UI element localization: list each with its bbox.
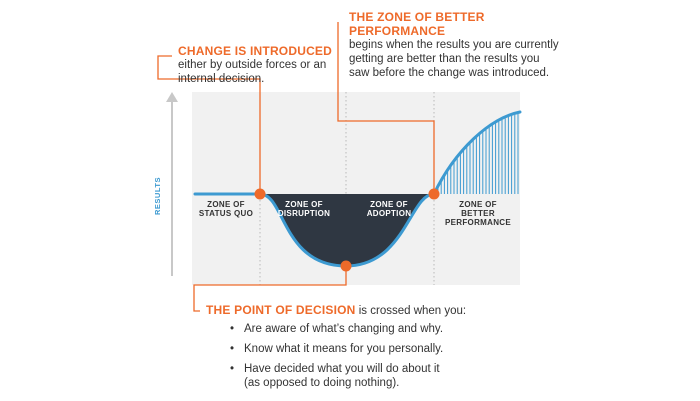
bullet-icon: • <box>230 323 235 335</box>
zone-disruption-line1: ZONE OF <box>285 200 323 209</box>
change-callout-body-2: internal decision. <box>178 73 265 85</box>
better-leader-line <box>337 22 435 194</box>
zone-adoption-line1: ZONE OF <box>370 200 408 209</box>
bullet-icon: • <box>230 363 235 375</box>
y-axis-arrow-icon <box>166 92 178 102</box>
zone-adoption-line2: ADOPTION <box>366 209 412 218</box>
decision-point-marker <box>340 260 352 272</box>
change-point-marker <box>254 188 266 200</box>
change-callout-title: CHANGE IS INTRODUCED <box>178 44 333 58</box>
decision-leader-line <box>193 266 347 312</box>
change-callout: CHANGE IS INTRODUCED either by outside f… <box>178 44 338 86</box>
better-point-marker <box>428 188 440 200</box>
bullet-icon: • <box>230 343 235 355</box>
bullet-item: • Are aware of what’s changing and why. <box>230 322 443 336</box>
change-callout-body-1: either by outside forces or an <box>178 59 327 71</box>
zone-label-disruption: ZONE OF DISRUPTION <box>262 200 346 218</box>
zone-label-status-quo: ZONE OF STATUS QUO <box>193 200 259 218</box>
better-performance-hatch <box>437 113 519 194</box>
change-leader-line <box>157 55 261 194</box>
decision-callout: THE POINT OF DECISION is crossed when yo… <box>206 303 506 318</box>
y-axis-label: RESULTS <box>153 177 162 215</box>
bullet-item: • Know what it means for you personally. <box>230 342 443 356</box>
bullet-3-text-2: (as opposed to doing nothing). <box>244 377 400 389</box>
bullet-2-text: Know what it means for you personally. <box>244 343 444 355</box>
bullet-3-text-1: Have decided what you will do about it <box>244 363 440 375</box>
better-callout-title-2: PERFORMANCE <box>349 24 446 38</box>
better-callout-title-1: THE ZONE OF BETTER <box>349 10 485 24</box>
bullet-1-text: Are aware of what’s changing and why. <box>244 323 444 335</box>
zone-label-better-performance: ZONE OF BETTER PERFORMANCE <box>436 200 520 227</box>
bullet-item: • Have decided what you will do about it… <box>230 362 443 390</box>
results-curve <box>193 110 522 268</box>
zone-better-line2: BETTER <box>461 209 495 218</box>
decision-bullet-list: • Are aware of what’s changing and why. … <box>230 322 443 396</box>
zone-disruption-line2: DISRUPTION <box>277 209 331 218</box>
decision-callout-title: THE POINT OF DECISION <box>206 303 356 317</box>
better-callout-body-3: saw before the change was introduced. <box>349 67 550 79</box>
better-callout-body-2: getting are better than the results you <box>349 53 540 65</box>
zone-better-line3: PERFORMANCE <box>445 218 511 227</box>
better-callout: THE ZONE OF BETTER PERFORMANCE begins wh… <box>349 10 589 80</box>
decision-callout-rest: is crossed when you: <box>355 305 467 317</box>
zone-status-quo-line2: STATUS QUO <box>198 209 254 218</box>
zone-status-quo-line1: ZONE OF <box>207 200 245 209</box>
zone-label-adoption: ZONE OF ADOPTION <box>346 200 432 218</box>
zone-better-line1: ZONE OF <box>459 200 497 209</box>
better-callout-body-1: begins when the results you are currentl… <box>349 39 559 51</box>
